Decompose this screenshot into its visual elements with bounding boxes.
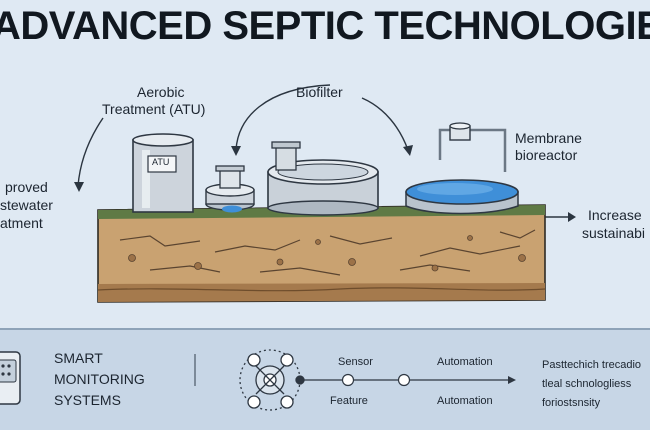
arrowhead-out [568,212,576,222]
illustration [74,84,576,303]
arrow-right-arc [361,97,409,151]
sensor-network-icon [239,349,305,411]
membrane-pipe [438,128,507,172]
label-aerobic-treatment: Aerobic Treatment (ATU) [102,84,205,118]
label-aerobic-line2: Treatment (ATU) [102,101,206,117]
monitor-device-icon [0,351,21,405]
atu-tank [132,133,194,213]
arrow-left-curve [77,117,104,187]
membrane-basin [405,179,519,215]
smart-line2: MONITORING [54,371,145,387]
label-sensor: Sensor [338,356,373,368]
label-automation-bottom: Automation [437,395,493,407]
label-improved-wastewater: proved stewater atment [0,178,53,232]
panel-graphics [0,349,516,411]
arrowhead-right [403,145,413,156]
membrane-module [449,122,471,141]
label-biofilter: Biofilter [296,84,343,100]
smart-monitoring-panel: SMART MONITORING SYSTEMS Sensor Automati… [0,328,650,430]
central-tank [267,141,379,216]
right-line1: Pasttechich trecadio [542,359,642,371]
soil-cross-section [97,204,546,303]
label-increased-line2: sustainabi [582,225,646,241]
label-aerobic-line1: Aerobic [137,84,185,100]
flow-arrowhead [508,376,516,384]
arrowhead-left [74,182,84,192]
smart-line3: SYSTEMS [54,392,121,408]
label-improved-line1: proved [5,179,48,195]
arrowhead-top [231,146,241,156]
label-increased-line1: Increase [588,207,642,223]
right-description: Pasttechich trecadio tleal schnologliess… [542,356,641,413]
label-membrane-line1: Membrane [515,130,582,146]
label-feature: Feature [330,395,368,407]
biofilter-unit [205,165,255,213]
smart-line1: SMART [54,350,103,366]
arrow-top-arc [235,84,331,151]
label-improved-line3: atment [0,215,43,231]
flow-node-1 [341,373,355,387]
flow-node-2 [397,373,411,387]
label-membrane-line2: bioreactor [515,147,578,163]
label-membrane-bioreactor: Membrane bioreactor [515,130,582,164]
page-title: ADVANCED SEPTIC TECHNOLOGIES [0,4,650,48]
label-automation-top: Automation [437,356,493,368]
right-line2: tleal schnologliess [542,378,632,390]
tank-tag-atu: ATU [152,157,170,167]
right-line3: foriostsnsity [542,397,601,409]
label-improved-line2: stewater [0,197,53,213]
label-increased-sustainability: Increase sustainabi [582,206,645,242]
smart-monitoring-title: SMART MONITORING SYSTEMS [54,348,145,411]
